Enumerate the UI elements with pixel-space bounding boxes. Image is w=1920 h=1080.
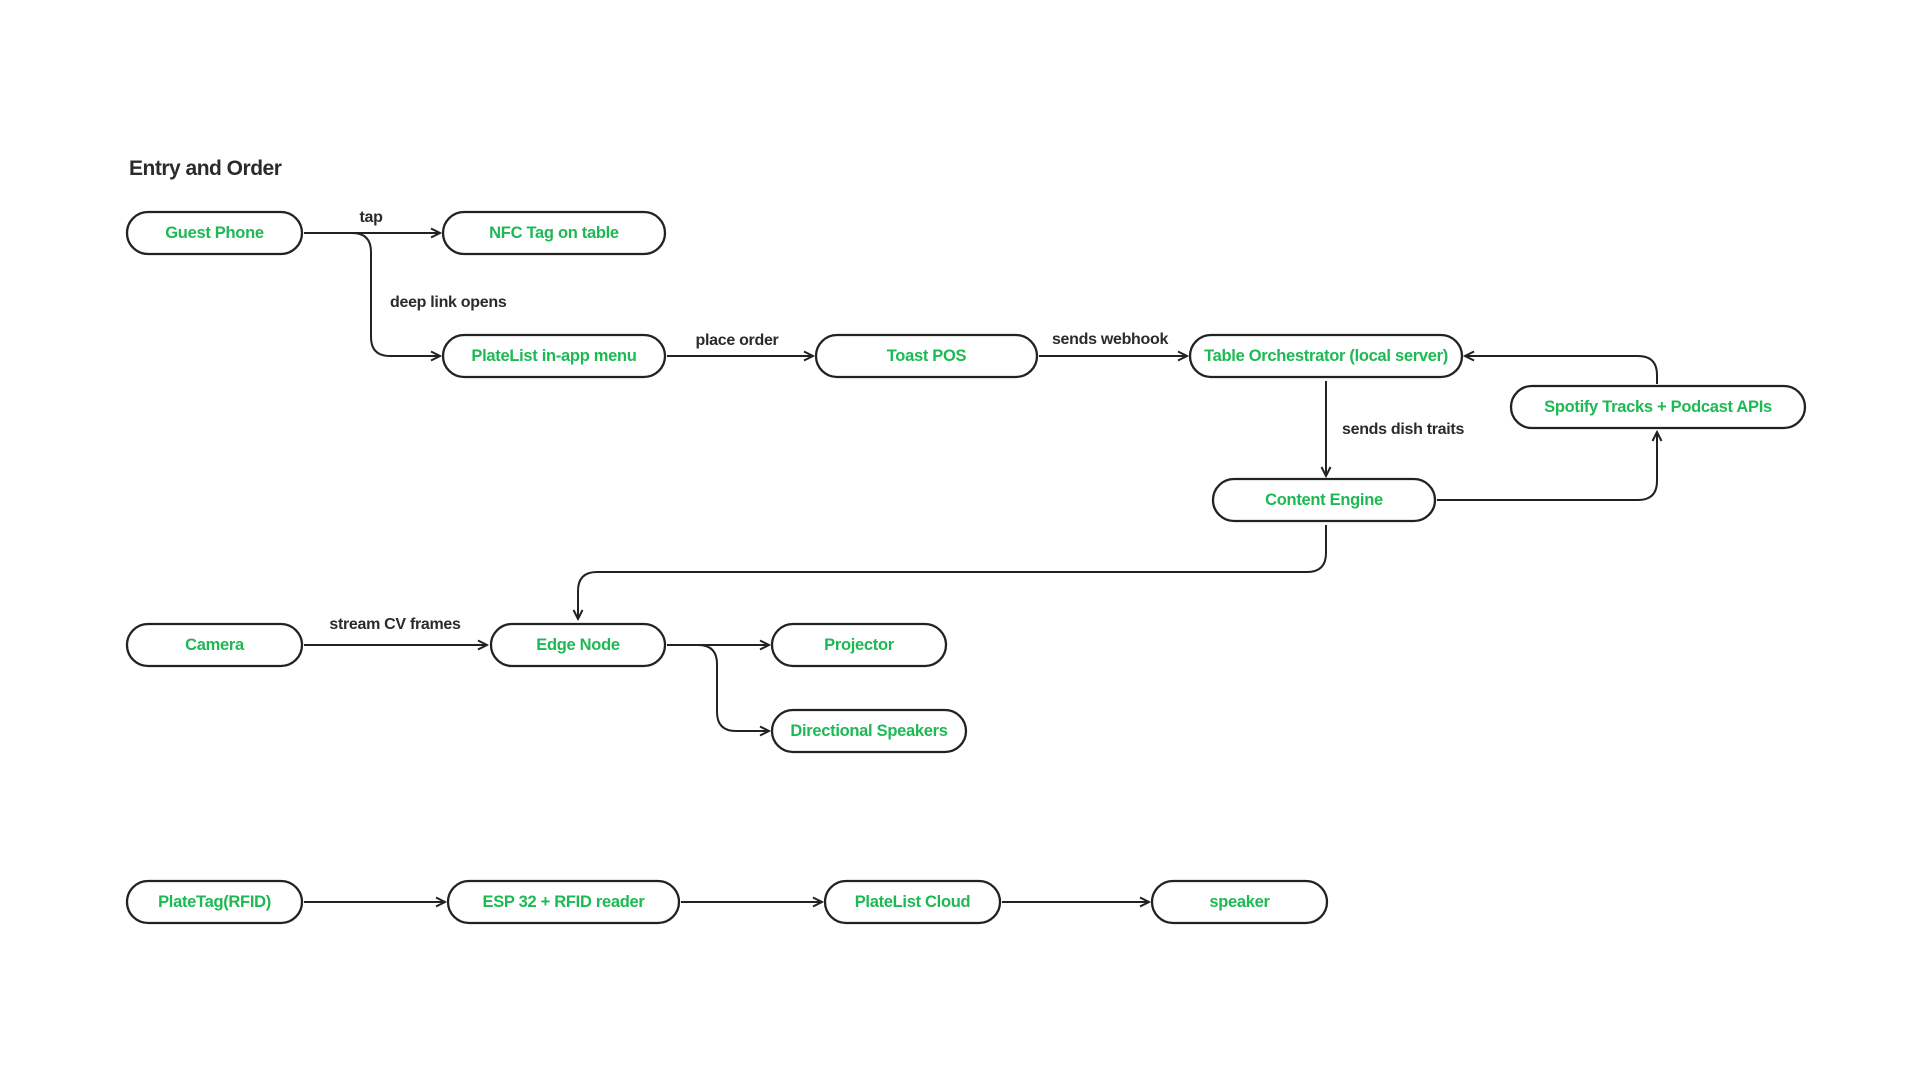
node-label-projector: Projector	[824, 636, 895, 654]
node-label-spotify-apis: Spotify Tracks + Podcast APIs	[1544, 398, 1772, 416]
node-nfc-tag[interactable]: NFC Tag on table	[441, 210, 667, 256]
node-edge-node[interactable]: Edge Node	[489, 622, 667, 668]
edges	[304, 233, 1657, 902]
node-esp32[interactable]: ESP 32 + RFID reader	[446, 879, 681, 925]
edge-label-deep-link-opens: deep link opens	[390, 294, 507, 311]
node-toast-pos[interactable]: Toast POS	[814, 333, 1039, 379]
node-label-nfc-tag: NFC Tag on table	[489, 224, 619, 242]
node-platelist-menu[interactable]: PlateList in-app menu	[441, 333, 667, 379]
node-label-table-orchestrator: Table Orchestrator (local server)	[1204, 347, 1448, 365]
node-platetag[interactable]: PlateTag(RFID)	[125, 879, 304, 925]
section-title: Entry and Order	[129, 157, 282, 180]
node-content-engine[interactable]: Content Engine	[1211, 477, 1437, 523]
edge-label-place-order: place order	[696, 332, 779, 349]
node-label-platelist-menu: PlateList in-app menu	[471, 347, 636, 365]
edge-content-engine-to-edge-node	[578, 525, 1327, 619]
node-projector[interactable]: Projector	[770, 622, 948, 668]
edge-spotify-to-orchestrator	[1465, 356, 1658, 384]
node-camera[interactable]: Camera	[125, 622, 304, 668]
edge-labels: tap deep link opens place order sends we…	[329, 209, 1464, 633]
node-speaker[interactable]: speaker	[1150, 879, 1329, 925]
node-label-platelist-cloud: PlateList Cloud	[855, 893, 971, 911]
node-table-orchestrator[interactable]: Table Orchestrator (local server)	[1188, 333, 1464, 379]
node-label-content-engine: Content Engine	[1265, 491, 1383, 509]
node-label-directional-speakers: Directional Speakers	[790, 722, 947, 740]
node-label-toast-pos: Toast POS	[887, 347, 967, 365]
node-platelist-cloud[interactable]: PlateList Cloud	[823, 879, 1002, 925]
edge-label-tap: tap	[359, 209, 383, 226]
edge-label-sends-dish-traits: sends dish traits	[1342, 421, 1464, 438]
edge-content-engine-to-spotify	[1437, 432, 1657, 501]
node-label-esp32: ESP 32 + RFID reader	[483, 893, 646, 911]
edge-edge-node-to-directional-speakers	[667, 644, 769, 731]
node-label-platetag: PlateTag(RFID)	[158, 893, 271, 911]
node-directional-speakers[interactable]: Directional Speakers	[770, 708, 968, 754]
node-guest-phone[interactable]: Guest Phone	[125, 210, 304, 256]
node-label-speaker: speaker	[1209, 893, 1270, 911]
node-label-guest-phone: Guest Phone	[165, 224, 264, 242]
node-label-edge-node: Edge Node	[536, 636, 620, 654]
edge-label-sends-webhook: sends webhook	[1052, 331, 1169, 348]
node-spotify-apis[interactable]: Spotify Tracks + Podcast APIs	[1509, 384, 1807, 430]
node-label-camera: Camera	[185, 636, 245, 654]
edge-label-stream-cv-frames: stream CV frames	[329, 616, 461, 633]
edge-guest-phone-to-platelist-menu	[304, 232, 440, 356]
